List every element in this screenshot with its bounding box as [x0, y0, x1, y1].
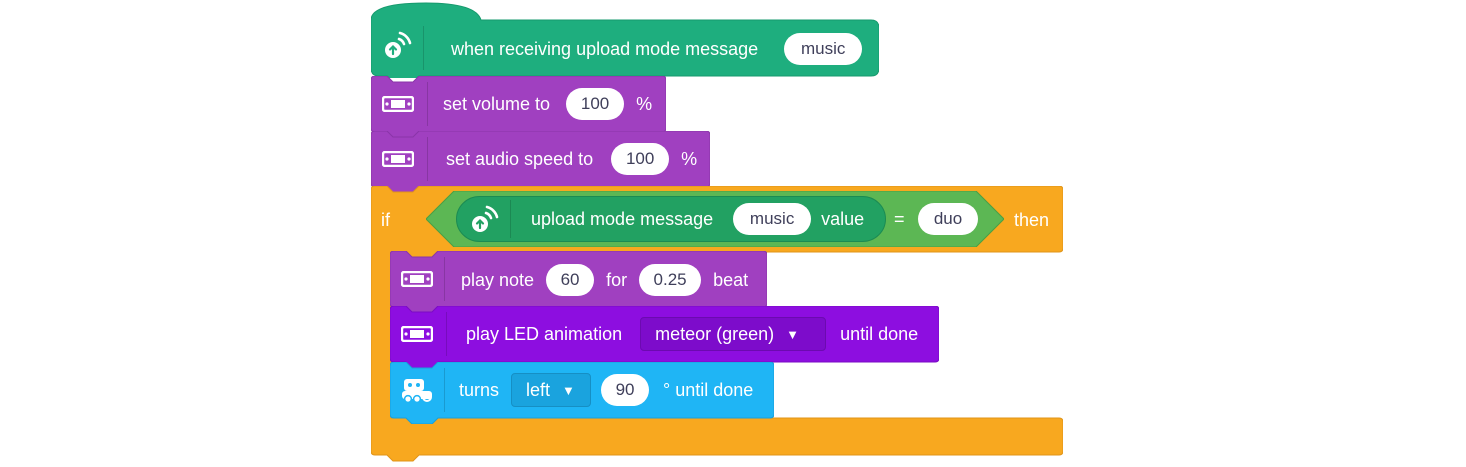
play-note-label: play note [461, 270, 535, 290]
direction-dropdown[interactable]: left ▼ [511, 373, 592, 407]
dropdown-caret-icon: ▼ [562, 382, 575, 398]
device-icon [381, 92, 415, 116]
set-audio-speed-separator [427, 137, 428, 181]
note-input[interactable]: 60 [546, 264, 595, 296]
reporter-value-label: value [821, 209, 865, 229]
hat-label: when receiving upload mode message [451, 39, 759, 59]
equals-condition[interactable]: upload mode message music value = duo [426, 191, 1004, 247]
until-done-label: until done [840, 324, 919, 344]
device-icon [400, 267, 434, 291]
direction-value: left [526, 379, 551, 400]
device-icon [400, 322, 434, 346]
audio-speed-unit: % [681, 149, 698, 169]
set-volume-block[interactable]: set volume to 100 % [371, 76, 666, 138]
turns-separator [444, 368, 445, 412]
reporter-label: upload mode message [531, 209, 714, 229]
led-animation-dropdown[interactable]: meteor (green) ▼ [640, 317, 827, 351]
dropdown-caret-icon: ▼ [786, 326, 800, 342]
volume-input[interactable]: 100 [566, 88, 625, 120]
hat-message-input[interactable]: music [784, 33, 863, 65]
for-label: for [606, 270, 628, 290]
degrees-input[interactable]: 90 [601, 374, 650, 406]
turns-label: turns [459, 380, 500, 400]
hat-block-when-receiving[interactable]: when receiving upload mode message music [371, 0, 879, 78]
set-audio-speed-block[interactable]: set audio speed to 100 % [371, 131, 710, 193]
until-done-suffix: ° until done [663, 380, 754, 400]
wireless-upload-icon [468, 202, 502, 236]
turns-block[interactable]: turns left ▼ 90 ° until done [390, 362, 774, 424]
reporter-message-input[interactable]: music [733, 203, 812, 235]
play-note-separator [444, 257, 445, 301]
play-led-animation-block[interactable]: play LED animation meteor (green) ▼ unti… [390, 306, 939, 368]
compare-value-input[interactable]: duo [918, 203, 978, 235]
wireless-upload-icon [381, 28, 415, 62]
robot-icon [399, 375, 435, 405]
reporter-separator [510, 200, 511, 238]
play-note-block[interactable]: play note 60 for 0.25 beat [390, 251, 767, 313]
device-icon [381, 147, 415, 171]
volume-unit: % [636, 94, 653, 114]
led-animation-value: meteor (green) [655, 323, 775, 344]
set-volume-separator [427, 82, 428, 126]
beats-input[interactable]: 0.25 [639, 264, 702, 296]
equals-operator: = [894, 209, 905, 229]
play-led-label: play LED animation [466, 324, 623, 344]
play-led-separator [446, 312, 447, 356]
beat-label: beat [713, 270, 749, 290]
if-label: if [381, 210, 390, 230]
audio-speed-input[interactable]: 100 [611, 143, 670, 175]
hat-separator [423, 26, 424, 70]
set-volume-label: set volume to [443, 94, 551, 114]
set-audio-speed-label: set audio speed to [446, 149, 594, 169]
then-label: then [1014, 210, 1050, 230]
upload-mode-message-reporter[interactable]: upload mode message music value [456, 196, 886, 242]
